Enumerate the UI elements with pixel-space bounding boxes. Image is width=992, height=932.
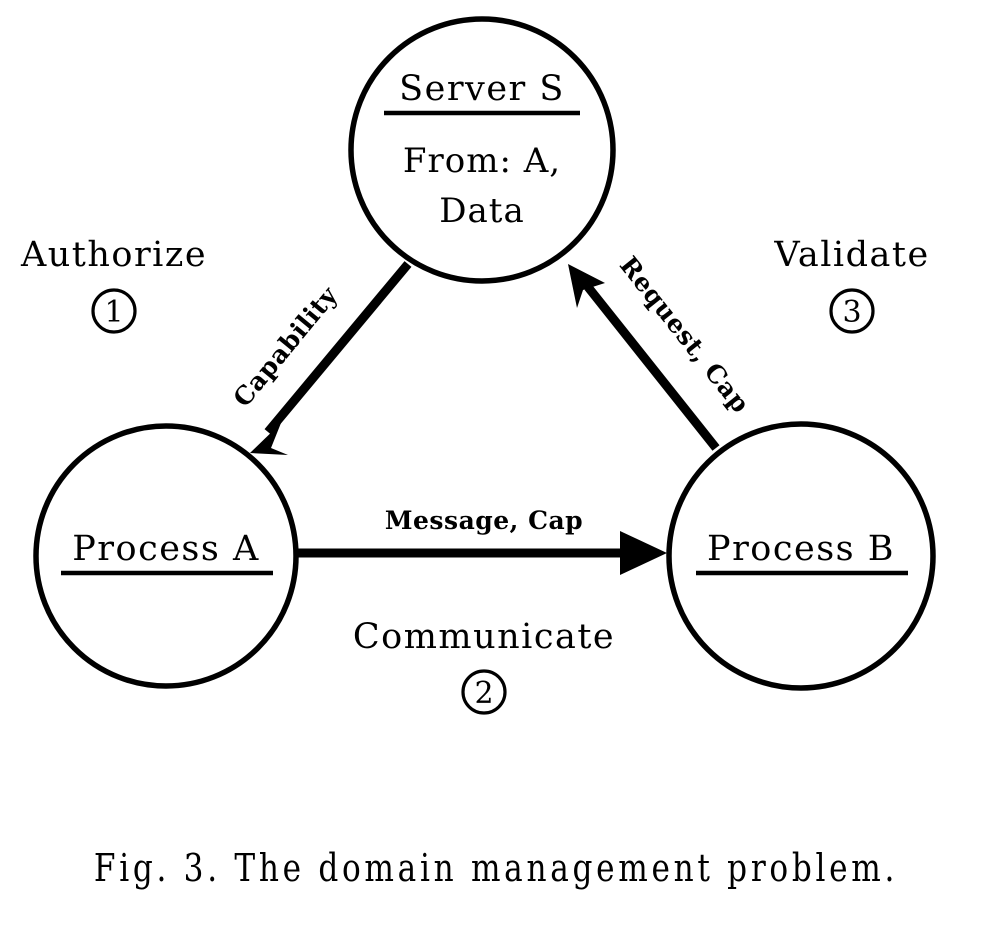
- edge-message-cap-label: Message, Cap: [385, 506, 583, 535]
- step-communicate-badge: [461, 669, 507, 715]
- node-server-subline-1: Data: [439, 191, 524, 231]
- step-authorize: Authorize 1: [20, 235, 207, 334]
- figure-caption: Fig. 3. The domain management problem.: [93, 846, 899, 890]
- edge-capability-line: [264, 261, 412, 435]
- edge-capability: Capability: [228, 261, 412, 455]
- step-validate-label: Validate: [773, 235, 929, 275]
- step-authorize-label: Authorize: [20, 235, 207, 275]
- edge-request-cap-line: [584, 284, 720, 451]
- node-server-circle[interactable]: [348, 16, 616, 284]
- edge-request-cap-label: Request, Cap: [614, 251, 756, 418]
- node-process-a-title: Process A: [72, 529, 260, 569]
- node-process-b[interactable]: Process B: [666, 421, 936, 691]
- step-authorize-badge: [91, 288, 137, 334]
- edge-capability-label: Capability: [228, 280, 344, 412]
- edge-request-cap-arrowhead: [568, 264, 605, 308]
- step-communicate: Communicate 2: [353, 617, 615, 715]
- step-validate: Validate 3: [773, 235, 929, 334]
- node-process-a-circle[interactable]: [33, 423, 299, 689]
- node-process-a[interactable]: Process A: [33, 423, 299, 689]
- step-communicate-label: Communicate: [353, 617, 615, 657]
- node-server-title: Server S: [399, 69, 565, 109]
- edge-request-cap: Request, Cap: [568, 251, 756, 451]
- edge-message-cap: Message, Cap: [296, 506, 667, 575]
- edge-message-cap-arrowhead: [620, 531, 667, 575]
- node-process-b-title: Process B: [707, 529, 895, 569]
- step-communicate-number: 2: [474, 676, 493, 711]
- step-validate-badge: [829, 288, 875, 334]
- node-server[interactable]: Server S From: A, Data: [348, 16, 616, 284]
- node-process-b-circle[interactable]: [666, 421, 936, 691]
- step-validate-number: 3: [842, 295, 861, 330]
- step-authorize-number: 1: [104, 295, 123, 330]
- node-server-subline-0: From: A,: [403, 141, 561, 181]
- edge-capability-arrowhead: [250, 423, 288, 455]
